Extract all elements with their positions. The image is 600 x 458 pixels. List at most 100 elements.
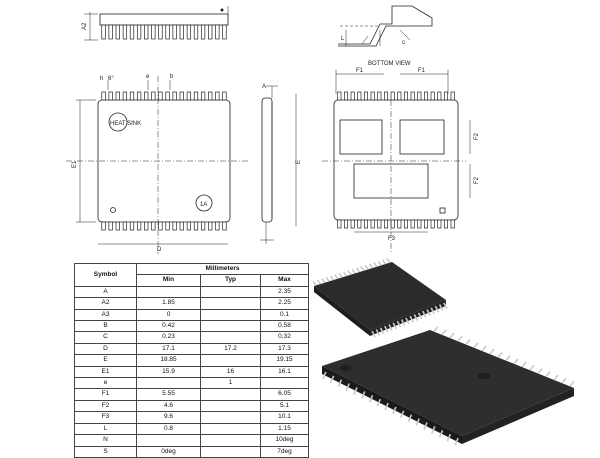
dim-label-d: D: [157, 247, 162, 253]
lead: [172, 221, 177, 231]
lead: [338, 272, 343, 278]
cell-typ: [200, 411, 261, 424]
cell-typ: [200, 399, 261, 413]
lead: [193, 24, 199, 40]
bottom-view-title: BOTTOM VIEW: [368, 61, 411, 67]
lead: [368, 263, 374, 269]
cell-max: 0.58: [260, 320, 309, 333]
side-view-top: [84, 6, 229, 41]
cell-typ: [200, 320, 261, 333]
dim-label-a: A: [262, 84, 266, 90]
lead: [403, 91, 409, 101]
cell-max: 16.1: [260, 365, 309, 379]
lead: [371, 330, 376, 338]
lead: [417, 219, 422, 229]
lead: [377, 260, 382, 266]
lead: [208, 24, 213, 40]
lead: [316, 279, 322, 285]
cell-min: [136, 377, 201, 390]
cell-typ: 17.2: [200, 342, 261, 356]
side-view-vertical: [260, 85, 297, 244]
lead: [337, 219, 342, 229]
lead: [465, 339, 471, 345]
lead: [457, 335, 463, 342]
lead: [397, 91, 402, 101]
dim-label-l: L: [341, 36, 345, 42]
lead: [144, 221, 149, 231]
cell-symbol: N: [74, 434, 137, 447]
cell-symbol: F2: [74, 399, 137, 413]
cell-min: [136, 285, 201, 299]
lead: [430, 219, 435, 229]
lead: [569, 380, 575, 387]
lead: [151, 91, 156, 101]
cell-typ: [200, 354, 261, 367]
lead: [122, 221, 128, 231]
lead: [172, 24, 177, 40]
lead: [208, 221, 213, 231]
lead: [312, 280, 317, 286]
lead: [193, 91, 199, 101]
lead: [379, 327, 385, 335]
top-view: [66, 76, 250, 254]
lead: [399, 410, 405, 419]
lead: [129, 24, 135, 40]
cell-symbol: D: [74, 342, 137, 356]
lead: [179, 221, 184, 231]
lead: [193, 221, 199, 231]
lead: [158, 221, 163, 231]
lead: [136, 91, 142, 101]
lead: [115, 24, 120, 40]
cell-max: 19.15: [260, 354, 309, 367]
lead: [386, 258, 391, 264]
header-unit: Millimeters: [136, 262, 309, 276]
cell-max: [260, 377, 309, 390]
cell-symbol: A3: [74, 308, 137, 322]
dim-label-e-total: E: [296, 160, 302, 164]
lead: [136, 24, 142, 40]
lead: [222, 24, 227, 40]
lead-detail-view: [338, 5, 433, 47]
lead: [172, 91, 177, 101]
lead: [200, 221, 206, 231]
lead: [407, 414, 413, 423]
dim-label-e: e: [146, 74, 150, 80]
cell-min: 17.1: [136, 342, 201, 356]
cell-min: 0.42: [136, 320, 201, 333]
cell-typ: [200, 308, 261, 322]
lead: [390, 219, 395, 229]
cell-symbol: C: [74, 331, 137, 344]
lead: [384, 325, 389, 333]
chip-front: [322, 326, 575, 446]
lead: [329, 375, 335, 384]
lead: [360, 266, 365, 272]
lead: [200, 24, 206, 40]
lead: [397, 219, 402, 229]
cell-min: 15.9: [136, 365, 201, 379]
lead: [144, 24, 149, 40]
lead: [222, 91, 227, 101]
lead: [151, 24, 156, 40]
lead: [350, 91, 355, 101]
lead: [415, 418, 420, 426]
lead: [329, 275, 335, 281]
cell-typ: [200, 297, 261, 310]
lead: [489, 348, 495, 355]
dim-label-a2: A2: [82, 22, 88, 30]
lead: [497, 351, 503, 358]
cell-typ: [200, 422, 261, 436]
lead: [345, 383, 350, 391]
cell-max: 2.35: [260, 285, 309, 299]
cell-max: 5.1: [260, 399, 309, 413]
lead: [347, 270, 352, 276]
lead: [158, 24, 163, 40]
lead: [355, 267, 361, 273]
lead: [521, 361, 527, 368]
lead: [186, 24, 192, 40]
cell-min: 1.85: [136, 297, 201, 310]
